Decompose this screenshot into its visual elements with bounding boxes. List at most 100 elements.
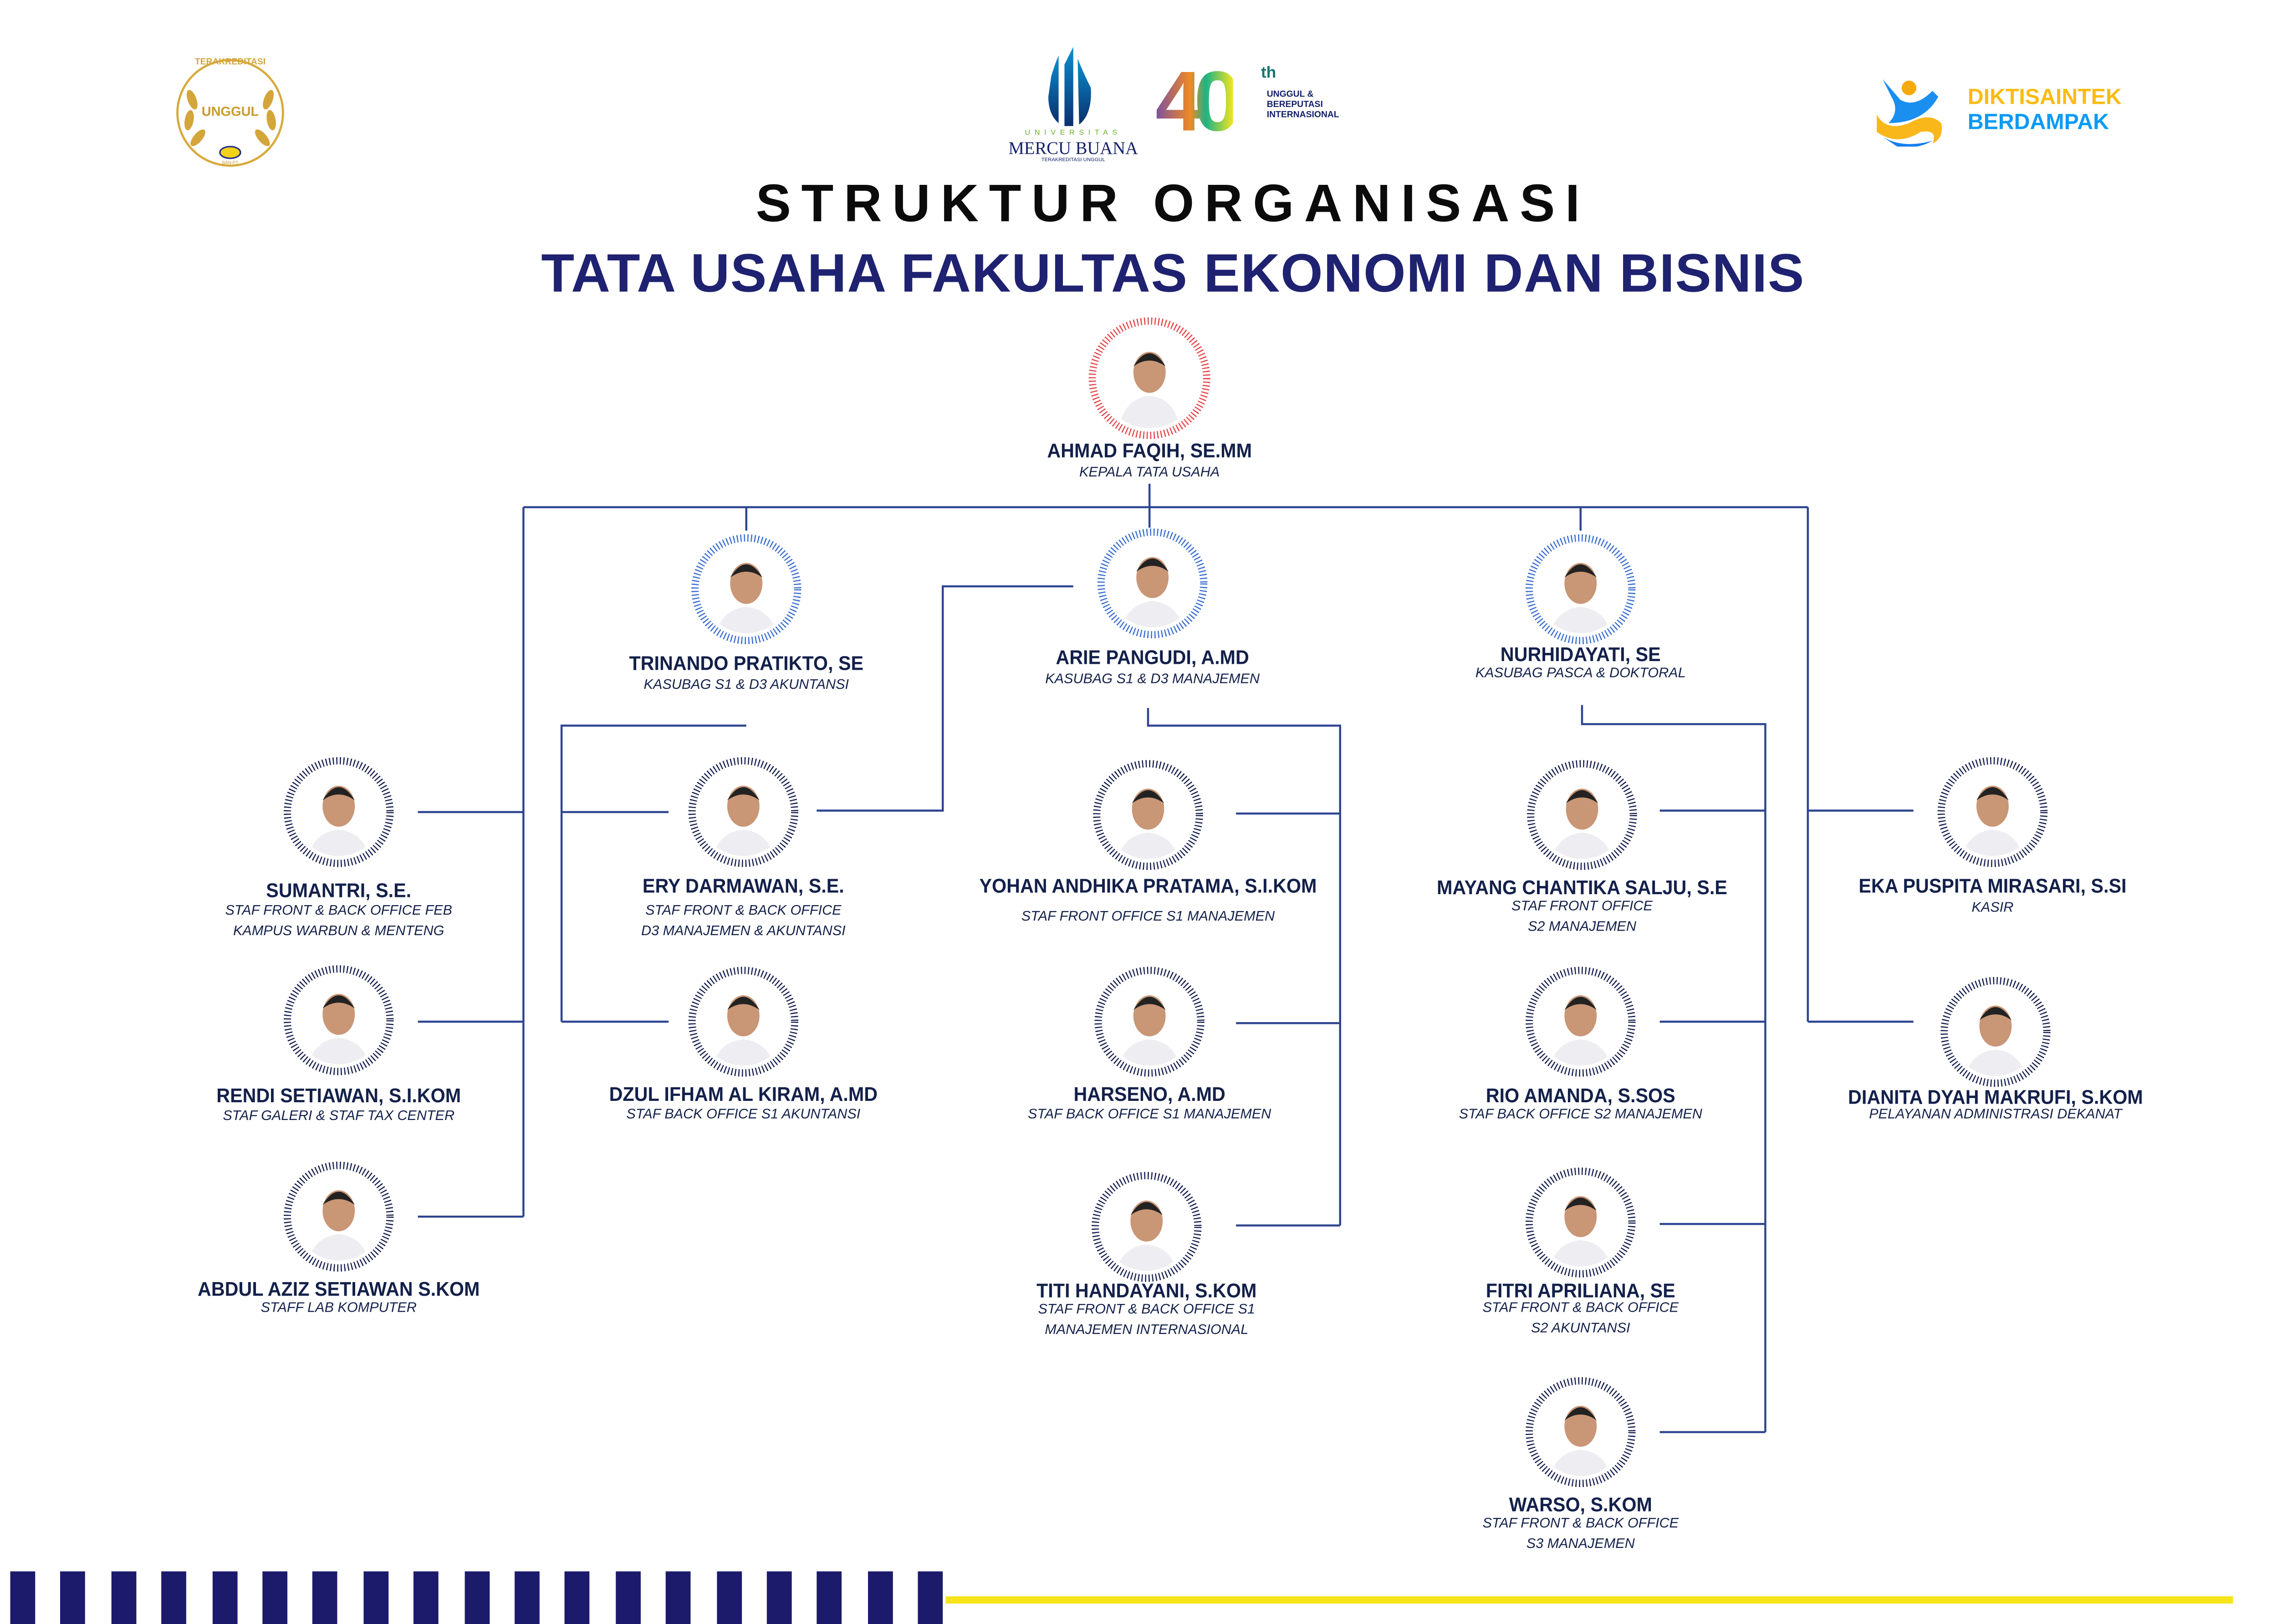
person-role: STAF BACK OFFICE S1 AKUNTANSI (626, 1106, 861, 1123)
person-role: STAF BACK OFFICE S1 MANAJEMEN (1028, 1106, 1271, 1123)
person-name: RIO AMANDA, S.SOS (1486, 1084, 1675, 1107)
university-label: UNIVERSITAS (1025, 129, 1122, 138)
footer-bar (766, 1571, 792, 1624)
person-photo (1525, 1167, 1636, 1278)
person-role: STAF FRONT & BACK OFFICE S1 (1038, 1302, 1255, 1318)
footer-bar (464, 1571, 490, 1624)
page-title: STRUKTUR ORGANISASI (756, 173, 1590, 233)
person-role: STAF FRONT & BACK OFFICE (645, 903, 842, 919)
footer-bar (161, 1571, 187, 1624)
footer-bar (262, 1571, 288, 1624)
person-name: NURHIDAYATI, SE (1500, 643, 1661, 666)
footer-bar (111, 1571, 136, 1624)
person-role: KASUBAG PASCA & DOKTORAL (1475, 665, 1686, 682)
footer-bar (868, 1571, 893, 1624)
person-role: PELAYANAN ADMINISTRASI DEKANAT (1869, 1106, 2122, 1123)
anniversary-number: 40 (1155, 53, 1241, 151)
accreditation-top-text: TERAKREDITASI (194, 58, 266, 68)
footer-yellow-line (945, 1596, 2233, 1604)
page-subtitle: TATA USAHA FAKULTAS EKONOMI DAN BISNIS (541, 243, 1805, 304)
footer-bar (565, 1571, 590, 1624)
university-name: MERCU BUANA (1008, 137, 1138, 158)
person-photo (1091, 1172, 1202, 1282)
person-role: STAF FRONT & BACK OFFICE FEB (225, 903, 452, 919)
footer-bar (716, 1571, 741, 1624)
person-role: STAF FRONT & BACK OFFICE (1482, 1300, 1679, 1317)
person-role: D3 MANAJEMEN & AKUNTANSI (641, 923, 846, 940)
person-photo (1525, 1377, 1636, 1487)
person-name: DIANITA DYAH MAKRUFI, S.KOM (1848, 1086, 2143, 1109)
footer-bar (212, 1571, 237, 1624)
footer-bar (363, 1571, 388, 1624)
diktisaintek-logo: DIKTISAINTEK BERDAMPAK (1874, 71, 2138, 153)
person-role: KEPALA TATA USAHA (1079, 464, 1220, 481)
person-role: KASUBAG S1 & D3 MANAJEMEN (1045, 671, 1260, 687)
person-role: KAMPUS WARBUN & MENTENG (233, 923, 444, 940)
accreditation-main-text: UNGGUL (201, 104, 259, 119)
person-name: ARIE PANGUDI, A.MD (1056, 646, 1249, 669)
person-name: EKA PUSPITA MIRASARI, S.SI (1858, 875, 2127, 897)
person-photo (283, 965, 394, 1075)
footer-bar (615, 1571, 641, 1624)
person-role: STAF FRONT OFFICE (1511, 898, 1653, 915)
footer-bar (918, 1571, 943, 1624)
person-photo (1525, 967, 1636, 1077)
person-role: S2 AKUNTANSI (1531, 1320, 1630, 1337)
anniversary-line3: INTERNASIONAL (1266, 111, 1339, 121)
person-photo (1088, 317, 1210, 439)
person-photo (1093, 760, 1203, 870)
person-name: TITI HANDAYANI, S.KOM (1036, 1279, 1257, 1302)
person-name: TRINANDO PRATIKTO, SE (629, 652, 864, 675)
person-role: KASUBAG S1 & D3 AKUNTANSI (643, 677, 849, 693)
person-name: YOHAN ANDHIKA PRATAMA, S.I.KOM (979, 875, 1317, 897)
person-photo (283, 1161, 394, 1272)
person-name: WARSO, S.KOM (1509, 1493, 1652, 1516)
person-role: STAF BACK OFFICE S2 MANAJEMEN (1459, 1106, 1702, 1123)
person-name: AHMAD FAQIH, SE.MM (1047, 439, 1252, 462)
person-name: FITRI APRILIANA, SE (1486, 1279, 1675, 1302)
person-name: ABDUL AZIZ SETIAWAN S.KOM (198, 1278, 480, 1300)
person-photo (691, 534, 802, 645)
person-photo (1525, 534, 1636, 645)
footer-bar (313, 1571, 338, 1624)
person-role: S2 MANAJEMEN (1527, 919, 1636, 936)
person-photo (1527, 760, 1637, 870)
footer-bar (666, 1571, 691, 1624)
person-name: SUMANTRI, S.E. (266, 879, 412, 902)
person-role: STAFF LAB KOMPUTER (260, 1300, 417, 1317)
person-photo (1940, 977, 2051, 1087)
footer-bar (414, 1571, 439, 1624)
person-photo (688, 967, 799, 1077)
person-name: DZUL IFHAM AL KIRAM, A.MD (609, 1083, 878, 1105)
footer-bar (817, 1571, 842, 1624)
person-photo (688, 757, 799, 867)
university-accreditation: TERAKREDITASI UNGGUL (1041, 157, 1105, 163)
person-role: STAF FRONT & BACK OFFICE (1482, 1516, 1679, 1532)
person-role: KASIR (1971, 900, 2014, 916)
person-photo (1937, 757, 2048, 867)
connector-trinando-branch (560, 724, 746, 1022)
person-role: MANAJEMEN INTERNASIONAL (1045, 1322, 1249, 1339)
person-name: HARSENO, A.MD (1073, 1083, 1225, 1105)
anniversary-suffix: th (1261, 64, 1276, 82)
person-role: S3 MANAJEMEN (1526, 1536, 1635, 1553)
person-role: STAF FRONT OFFICE S1 MANAJEMEN (1021, 909, 1275, 925)
berdampak-text: BERDAMPAK (1967, 110, 2109, 135)
person-photo (1094, 967, 1205, 1077)
footer-bar (10, 1571, 36, 1624)
connector-arie-branch (1147, 708, 1341, 1226)
diktisaintek-text: DIKTISAINTEK (1967, 85, 2122, 110)
connector-ery-arie (817, 585, 1073, 812)
person-name: RENDI SETIAWAN, S.I.KOM (216, 1084, 461, 1107)
anniversary-line2: BEREPUTASI (1266, 101, 1323, 110)
person-role: STAF GALERI & STAF TAX CENTER (223, 1108, 455, 1125)
anniversary-logo: 40 th UNGGUL & BEREPUTASI INTERNASIONAL (1155, 54, 1361, 153)
connector-nurhidayati-branch (1581, 705, 1766, 1432)
mercu-buana-logo: UNIVERSITAS MERCU BUANA TERAKREDITASI UN… (1006, 47, 1141, 164)
person-photo (1097, 528, 1208, 639)
anniversary-line1: UNGGUL & (1266, 91, 1314, 100)
person-name: ERY DARMAWAN, S.E. (642, 875, 844, 897)
footer-bar (515, 1571, 540, 1624)
